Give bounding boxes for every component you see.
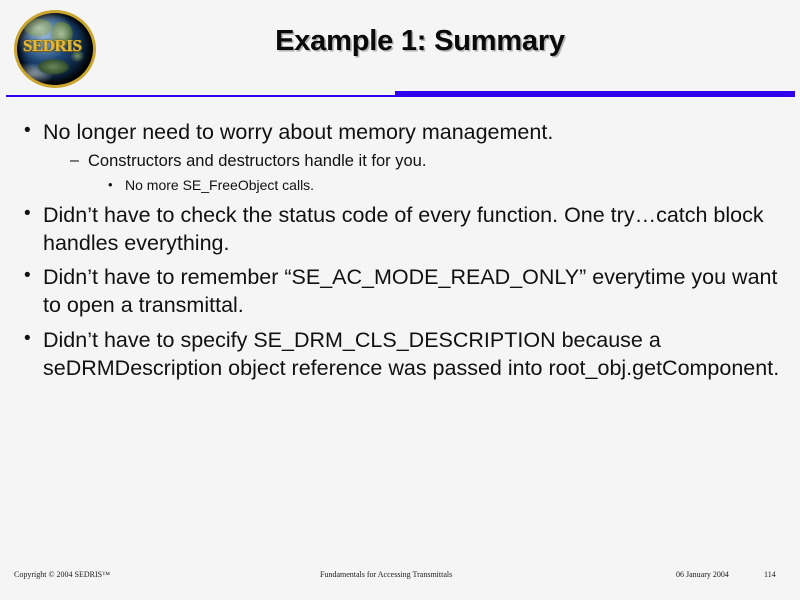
bullet-marker: • [24,120,31,141]
bullet-item: • Didn’t have to specify SE_DRM_CLS_DESC… [24,327,784,383]
bullet-text: No more SE_FreeObject calls. [125,177,315,194]
globe-icon [14,10,96,88]
bullet-text: Didn’t have to check the status code of … [43,202,764,255]
bullet-marker: – [70,151,79,169]
footer-date: 06 January 2004 [676,570,729,579]
bullet-text: Didn’t have to remember “SE_AC_MODE_READ… [43,265,778,318]
logo-wordmark: SEDRIS [22,36,82,55]
slide-footer: Copyright © 2004 SEDRIS™ Fundamentals fo… [0,570,800,590]
title-divider-thin [6,95,795,97]
bullet-item: • No more SE_FreeObject calls. [108,176,784,194]
bullet-marker: • [108,177,113,193]
bullet-text: No longer need to worry about memory man… [43,120,554,144]
slide-title: Example 1: Summary [275,25,565,57]
bullet-marker: • [24,202,31,224]
bullet-marker: • [24,265,31,287]
footer-copyright: Copyright © 2004 SEDRIS™ [14,570,110,579]
bullet-item: – Constructors and destructors handle it… [70,151,784,172]
footer-deck-title: Fundamentals for Accessing Transmittals [320,570,453,579]
bullet-item: • No longer need to worry about memory m… [24,119,784,147]
bullet-marker: • [24,328,31,350]
title-divider-thick [395,91,795,95]
footer-page-number: 114 [764,570,776,579]
sedris-globe-logo: SEDRIS [10,10,96,88]
slide-body: • No longer need to worry about memory m… [24,112,784,383]
bullet-text: Constructors and destructors handle it f… [88,151,427,170]
bullet-text: Didn’t have to specify SE_DRM_CLS_DESCRI… [43,328,780,381]
bullet-item: • Didn’t have to check the status code o… [24,202,784,258]
bullet-item: • Didn’t have to remember “SE_AC_MODE_RE… [24,264,784,320]
